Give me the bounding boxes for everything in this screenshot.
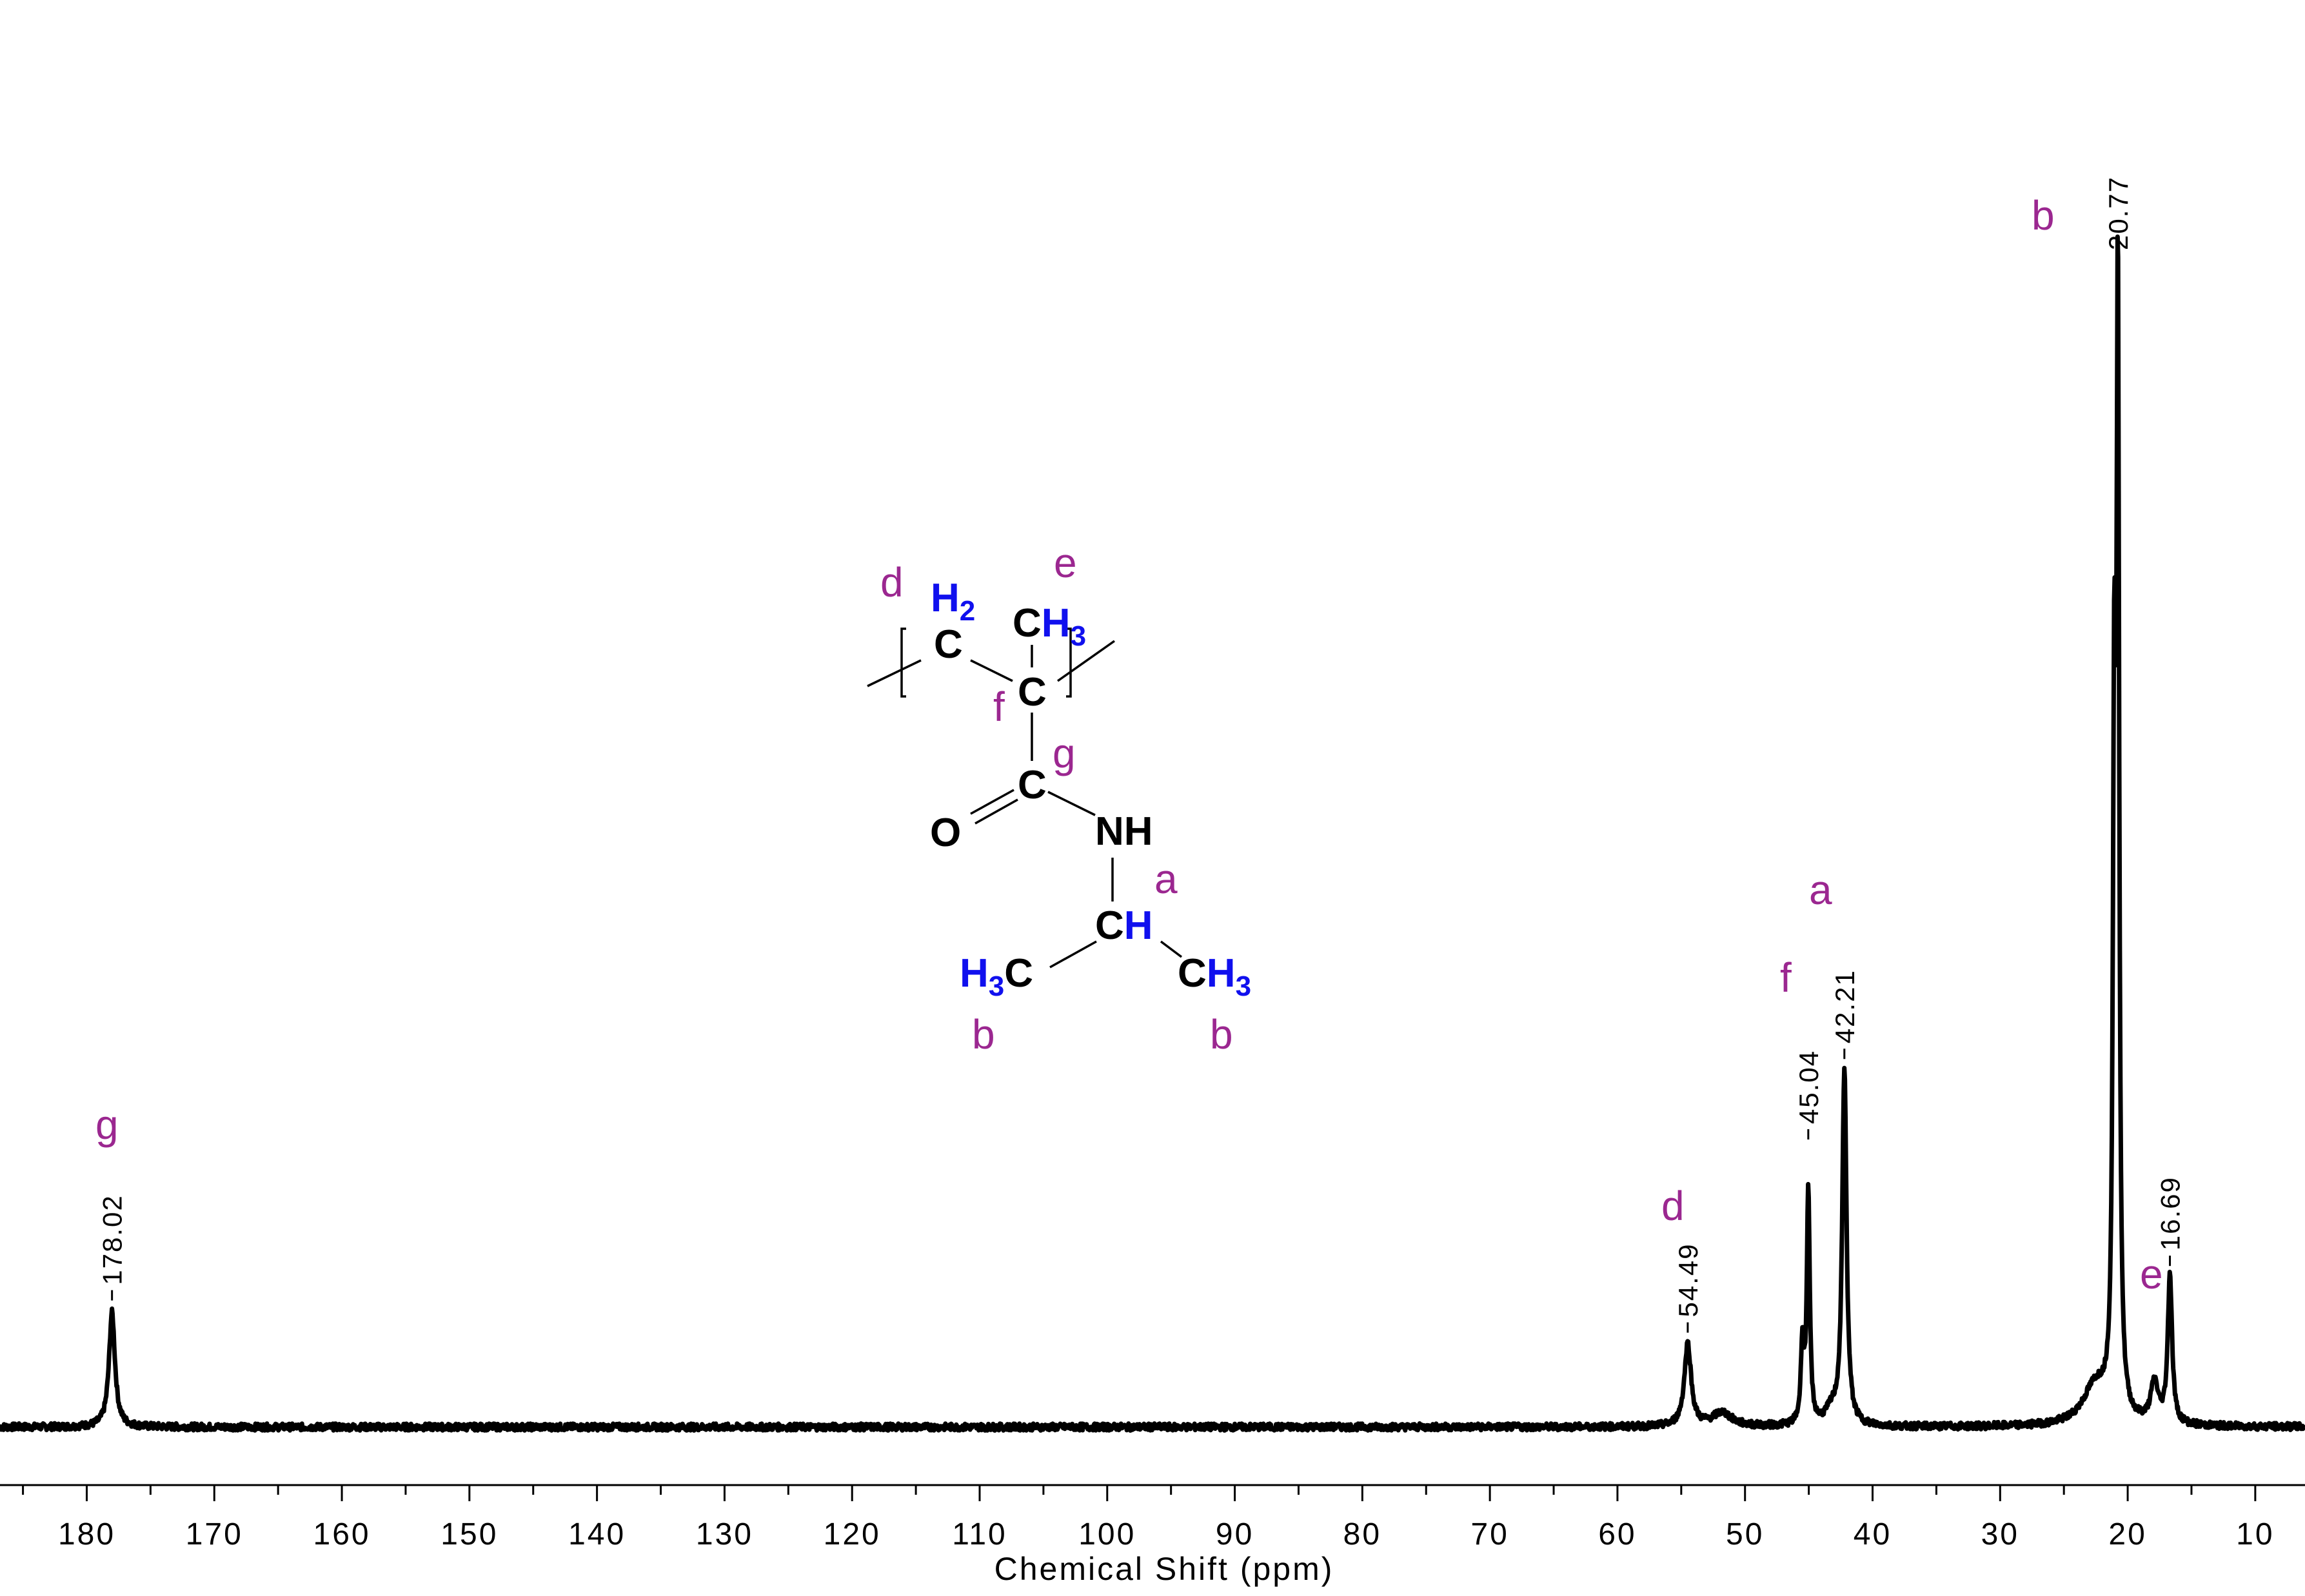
atom-o-carbonyl: O bbox=[930, 811, 961, 855]
assignment-a-peak: a bbox=[1809, 867, 1832, 913]
bond bbox=[1047, 791, 1096, 816]
bond bbox=[1049, 940, 1097, 969]
x-axis-label: Chemical Shift (ppm) bbox=[994, 1551, 1334, 1587]
x-tick-label: 150 bbox=[440, 1517, 498, 1552]
peak-assignments: g d f a b e bbox=[95, 192, 2163, 1297]
atom-c-carbonyl: C bbox=[1018, 763, 1047, 807]
assignment-b-peak: b bbox=[2032, 192, 2055, 239]
bond bbox=[867, 659, 922, 687]
peak-label: 178.02 bbox=[97, 1194, 128, 1285]
bond bbox=[970, 789, 1014, 815]
x-tick-label: 100 bbox=[1078, 1517, 1136, 1552]
x-tick-label: 160 bbox=[313, 1517, 371, 1552]
x-tick-label: 80 bbox=[1343, 1517, 1381, 1552]
x-tick-label: 170 bbox=[186, 1517, 243, 1552]
structure-label-b-left: b bbox=[972, 1011, 995, 1058]
atom-c-ch2: C bbox=[934, 622, 963, 667]
x-tick-label: 50 bbox=[1726, 1517, 1764, 1552]
x-tick-label: 20 bbox=[2108, 1517, 2146, 1552]
x-tick-label: 90 bbox=[1216, 1517, 1254, 1552]
atom-ch3-right: CH3 bbox=[1178, 951, 1251, 1002]
atom-ch-isopropyl: CH bbox=[1095, 903, 1153, 948]
assignment-f-peak: f bbox=[1780, 954, 1792, 1001]
bracket-left bbox=[900, 627, 906, 698]
structure-label-f: f bbox=[993, 684, 1005, 730]
x-axis-ticks bbox=[22, 1485, 2257, 1501]
peak-label: 20.77 bbox=[2103, 176, 2133, 250]
assignment-d-peak: d bbox=[1661, 1183, 1685, 1229]
x-tick-label: 70 bbox=[1470, 1517, 1509, 1552]
x-tick-label: 130 bbox=[696, 1517, 753, 1552]
x-tick-label: 140 bbox=[568, 1517, 626, 1552]
x-tick-label: 40 bbox=[1854, 1517, 1892, 1552]
bracket-right bbox=[1066, 627, 1072, 698]
peak-label: 45.04 bbox=[1794, 1050, 1824, 1124]
assignment-g-peak: g bbox=[95, 1101, 119, 1148]
bond bbox=[1056, 640, 1116, 682]
structure-label-g: g bbox=[1053, 730, 1076, 776]
bond bbox=[974, 798, 1018, 825]
structure-label-a: a bbox=[1154, 856, 1178, 902]
structure-label-b-right: b bbox=[1210, 1011, 1233, 1058]
atom-c-quaternary: C bbox=[1018, 670, 1047, 714]
x-tick-label: 30 bbox=[1981, 1517, 2019, 1552]
peak-label: 42.21 bbox=[1830, 969, 1860, 1043]
structure-label-e: e bbox=[1054, 540, 1077, 586]
x-tick-label: 120 bbox=[824, 1517, 881, 1552]
x-tick-label: 110 bbox=[952, 1517, 1007, 1552]
atom-ch3-methyl: CH3 bbox=[1013, 601, 1086, 652]
peak-label: 54.49 bbox=[1673, 1243, 1703, 1317]
x-axis-tick-labels: 180 170 160 150 140 130 120 110 100 90 80 70 60 50 40 3… bbox=[58, 1517, 2274, 1552]
chemical-structure: C H2 C CH3 C O NH CH H3C CH3 d e f g a b… bbox=[867, 540, 1251, 1058]
x-tick-label: 180 bbox=[58, 1517, 115, 1552]
bond bbox=[1160, 940, 1183, 958]
atom-ch3-left: H3C bbox=[960, 951, 1033, 1002]
atom-nh: NH bbox=[1095, 809, 1153, 854]
x-tick-label: 60 bbox=[1598, 1517, 1636, 1552]
peak-label: 16.69 bbox=[2155, 1176, 2186, 1250]
spectrum-trace bbox=[0, 234, 2305, 1433]
structure-label-d: d bbox=[880, 559, 904, 606]
x-tick-label: 10 bbox=[2236, 1517, 2274, 1552]
assignment-e-peak: e bbox=[2140, 1251, 2163, 1297]
bond bbox=[970, 659, 1013, 682]
atom-h-ch2: H2 bbox=[931, 576, 975, 627]
